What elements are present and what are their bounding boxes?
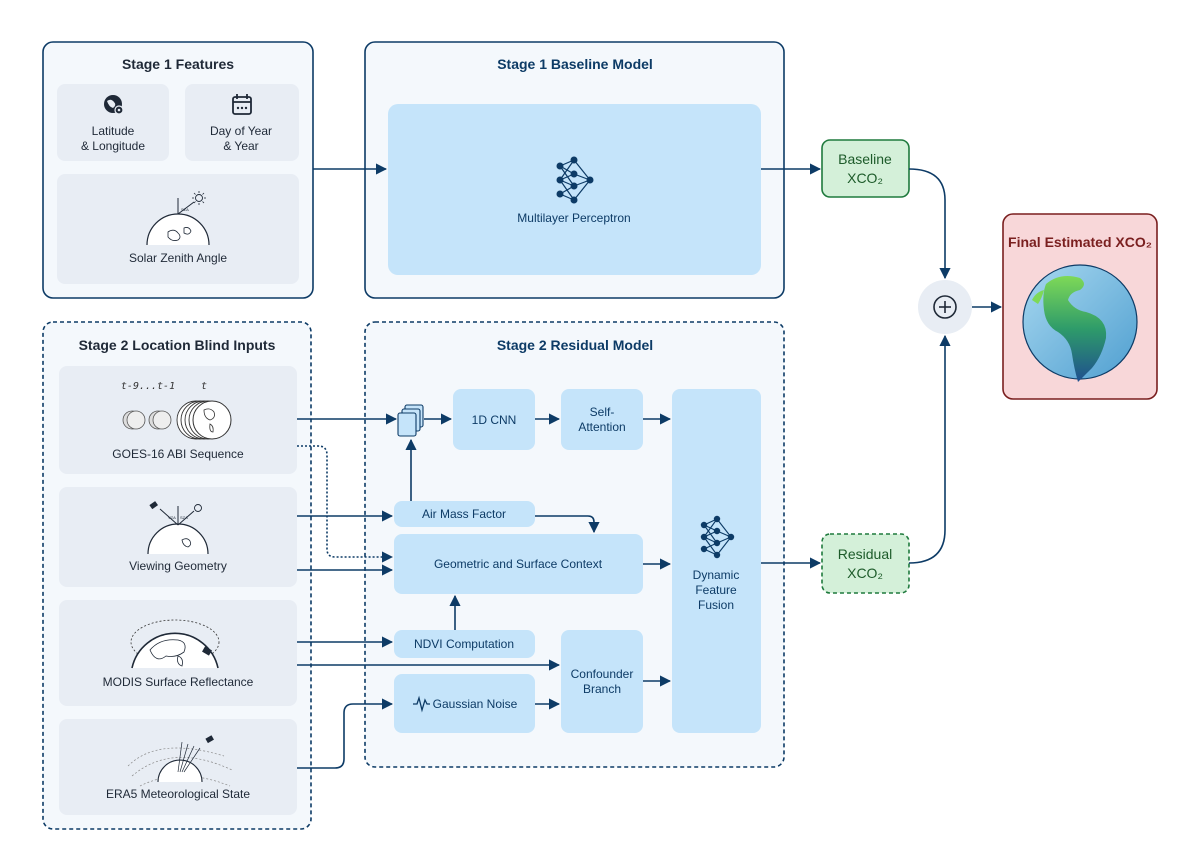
mlp-node — [388, 104, 761, 275]
goes-card: t-9...t-1 t GOES-16 ABI Sequence — [59, 366, 297, 474]
modis-label: MODIS Surface Reflectance — [103, 675, 254, 689]
final-xco2-panel: Final Estimated XCO₂ — [1002, 213, 1158, 400]
ndvi-label: NDVI Computation — [414, 637, 514, 651]
air-mass-label: Air Mass Factor — [422, 507, 506, 521]
attention-label-2: Attention — [578, 420, 625, 434]
lat-lon-card: Latitude & Longitude — [57, 84, 169, 161]
noise-label: Gaussian Noise — [433, 697, 518, 711]
viewing-geometry-icon: VZA SZA — [147, 501, 209, 555]
stage2-model-panel: Stage 2 Residual Model 1D CNN Self- Atte… — [364, 321, 785, 768]
attention-label-1: Self- — [590, 405, 615, 419]
stage1-features-title: Stage 1 Features — [122, 56, 234, 72]
geo-context-label: Geometric and Surface Context — [434, 557, 603, 571]
era5-card: ERA5 Meteorological State — [59, 719, 297, 815]
era5-label: ERA5 Meteorological State — [106, 787, 250, 801]
modis-card: MODIS Surface Reflectance — [59, 600, 297, 706]
air-mass-node: Air Mass Factor — [394, 501, 535, 527]
day-year-label-2: & Year — [223, 139, 258, 153]
stage1-model-title: Stage 1 Baseline Model — [497, 56, 653, 72]
sza-tag: SZA — [180, 515, 188, 520]
goes-time-range: t-9...t-1 — [121, 381, 175, 392]
sza-angle-tag: SZA — [181, 207, 189, 212]
plus-circle-icon — [933, 295, 957, 319]
cnn-label: 1D CNN — [472, 413, 517, 427]
ndvi-node: NDVI Computation — [394, 630, 535, 658]
goes-time-current: t — [201, 381, 207, 392]
day-year-label-1: Day of Year — [210, 124, 272, 138]
stage2-inputs-panel: Stage 2 Location Blind Inputs t-9...t-1 … — [42, 321, 312, 830]
sza-card: SZA Solar Zenith Angle — [57, 174, 299, 284]
vza-tag: VZA — [168, 515, 176, 520]
fusion-label-3: Fusion — [698, 598, 734, 612]
sum-node — [918, 280, 972, 334]
viewing-label: Viewing Geometry — [129, 559, 227, 573]
fusion-label-1: Dynamic — [693, 568, 740, 582]
neural-network-icon — [556, 156, 594, 204]
lat-lon-label-2: & Longitude — [81, 139, 145, 153]
globe-pin-icon — [104, 95, 124, 115]
meteorology-icon — [127, 735, 233, 787]
confounder-label-2: Branch — [583, 682, 621, 696]
solar-zenith-icon: SZA — [146, 191, 210, 246]
earth-globe-icon — [1022, 264, 1138, 382]
neural-network-icon — [700, 515, 735, 559]
final-title: Final Estimated XCO₂ — [1008, 234, 1152, 250]
fusion-node: Dynamic Feature Fusion — [672, 389, 761, 733]
baseline-label-2: XCO₂ — [847, 170, 883, 186]
stack-icon — [397, 404, 424, 437]
sza-label: Solar Zenith Angle — [129, 251, 227, 265]
fusion-label-2: Feature — [695, 583, 737, 597]
surface-reflectance-icon — [130, 619, 220, 669]
connectors — [297, 163, 1003, 769]
mlp-label: Multilayer Perceptron — [517, 211, 630, 225]
noise-node: Gaussian Noise — [394, 674, 535, 733]
goes-label: GOES-16 ABI Sequence — [112, 447, 244, 461]
baseline-label-1: Baseline — [838, 151, 892, 167]
viewing-card: VZA SZA Viewing Geometry — [59, 487, 297, 587]
stage1-model-panel: Stage 1 Baseline Model Multilayer Percep… — [364, 41, 785, 299]
residual-xco2-output: Residual XCO₂ — [821, 533, 910, 594]
confounder-label-1: Confounder — [571, 667, 634, 681]
residual-label-2: XCO₂ — [847, 565, 883, 581]
residual-label-1: Residual — [838, 546, 892, 562]
satellite-frames-icon — [122, 400, 232, 440]
attention-node: Self- Attention — [561, 389, 643, 450]
stage2-inputs-title: Stage 2 Location Blind Inputs — [79, 337, 276, 353]
stage1-features-panel: Stage 1 Features Latitude & Longitude — [42, 41, 314, 299]
day-year-card: Day of Year & Year — [185, 84, 299, 161]
geo-context-node: Geometric and Surface Context — [394, 534, 643, 594]
confounder-node: Confounder Branch — [561, 630, 643, 733]
baseline-xco2-output: Baseline XCO₂ — [821, 139, 910, 198]
waveform-icon — [413, 695, 430, 713]
lat-lon-label-1: Latitude — [92, 124, 135, 138]
calendar-icon — [232, 94, 252, 115]
stage2-model-title: Stage 2 Residual Model — [497, 337, 653, 353]
cnn-node: 1D CNN — [453, 389, 535, 450]
